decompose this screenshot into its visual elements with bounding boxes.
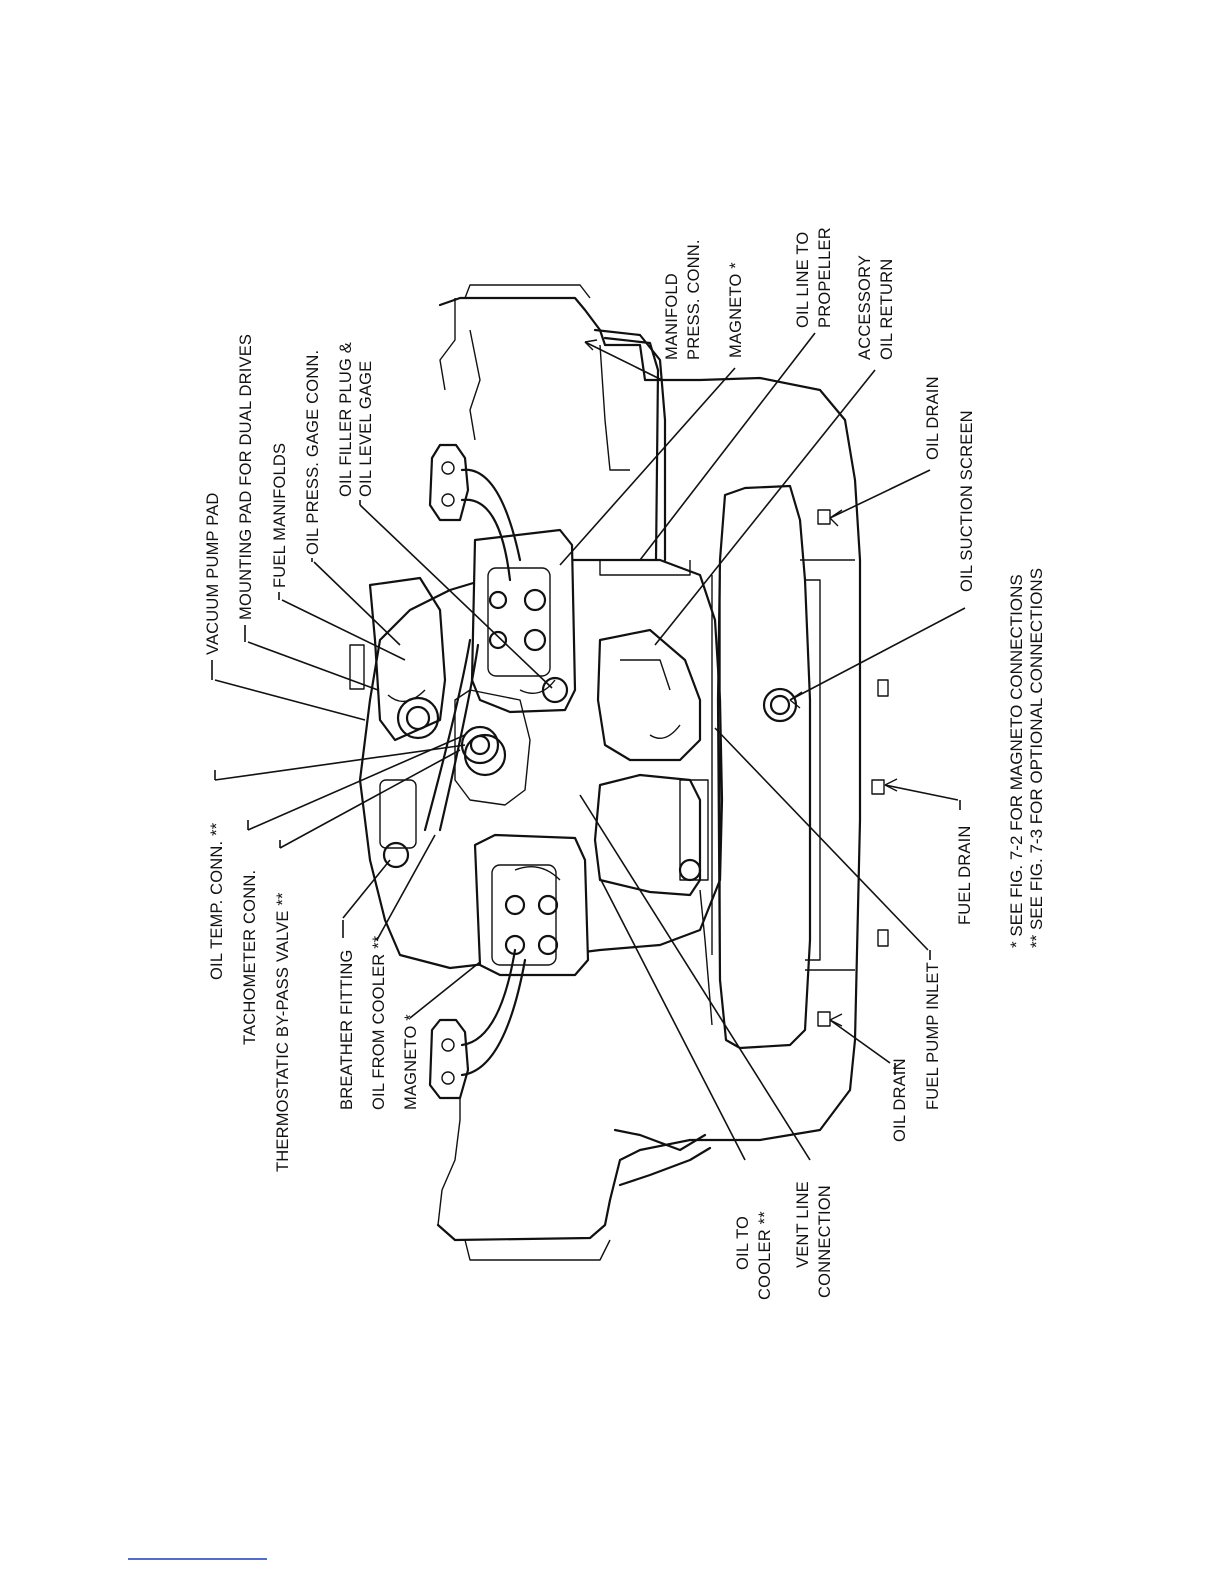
engine-illustration bbox=[349, 284, 889, 1261]
label-vent-line-2: CONNECTION bbox=[816, 1185, 834, 1298]
leader-lines bbox=[214, 332, 966, 1161]
label-oil-temp-conn: OIL TEMP. CONN. ** bbox=[208, 822, 226, 980]
label-fuel-drain: FUEL DRAIN bbox=[956, 826, 974, 926]
label-oil-line-prop-2: PROPELLER bbox=[816, 227, 834, 328]
label-accessory-1: ACCESSORY bbox=[856, 255, 874, 360]
leader-magneto-left bbox=[409, 961, 481, 1019]
label-mounting-pad: MOUNTING PAD FOR DUAL DRIVES bbox=[237, 334, 255, 620]
label-oil-press-gage: OIL PRESS. GAGE CONN. bbox=[304, 350, 322, 555]
label-oil-drain-left: OIL DRAIN bbox=[891, 1058, 909, 1142]
leader-mounting-pad bbox=[247, 641, 379, 691]
label-oil-line-prop-1: OIL LINE TO bbox=[794, 232, 812, 328]
label-vacuum-pump-pad: VACUUM PUMP PAD bbox=[204, 492, 222, 655]
label-magneto-right: MAGNETO * bbox=[727, 262, 745, 358]
label-fuel-pump-inlet: FUEL PUMP INLET bbox=[924, 962, 942, 1110]
label-oil-from-cooler: OIL FROM COOLER ** bbox=[370, 935, 388, 1110]
leader-oil-drain-left bbox=[829, 1019, 891, 1064]
label-oil-filler-1: OIL FILLER PLUG & bbox=[337, 342, 355, 497]
leader-fuel-manifolds bbox=[281, 599, 406, 661]
leader-oil-filler bbox=[359, 504, 553, 689]
leader-breather bbox=[342, 859, 391, 919]
leader-oil-suction bbox=[789, 607, 966, 701]
leader-tachometer bbox=[247, 734, 466, 831]
label-fuel-manifolds: FUEL MANIFOLDS bbox=[271, 443, 289, 588]
label-oil-filler-2: OIL LEVEL GAGE bbox=[357, 361, 375, 497]
leader-oil-drain-right bbox=[829, 469, 931, 519]
leader-magneto-right bbox=[559, 367, 736, 566]
label-breather-fitting: BREATHER FITTING bbox=[338, 949, 356, 1110]
leader-accessory-return bbox=[654, 369, 876, 646]
label-accessory-2: OIL RETURN bbox=[878, 259, 896, 360]
leader-oil-temp bbox=[214, 744, 466, 781]
label-manifold-2: PRESS. CONN. bbox=[685, 239, 703, 360]
label-vent-line-1: VENT LINE bbox=[794, 1181, 812, 1268]
leader-oil-press-gage bbox=[313, 561, 401, 646]
label-magneto-left: MAGNETO * bbox=[402, 1014, 420, 1110]
leader-fuel-pump-inlet bbox=[714, 727, 929, 951]
label-oil-to-cooler-2: COOLER ** bbox=[756, 1211, 774, 1300]
leader-fuel-drain bbox=[884, 784, 959, 801]
label-manifold-1: MANIFOLD bbox=[663, 273, 681, 360]
label-oil-suction-screen: OIL SUCTION SCREEN bbox=[958, 410, 976, 592]
leader-manifold-press bbox=[584, 341, 663, 381]
leader-oil-to-cooler bbox=[599, 877, 746, 1161]
label-oil-drain-right: OIL DRAIN bbox=[924, 376, 942, 460]
note-magneto: * SEE FIG. 7-2 FOR MAGNETO CONNECTIONS bbox=[1007, 574, 1026, 948]
leader-vacuum-pump-pad bbox=[214, 679, 366, 721]
leader-vent-line bbox=[579, 794, 811, 1161]
leader-oil-line-prop bbox=[639, 332, 816, 561]
label-oil-to-cooler-1: OIL TO bbox=[734, 1216, 752, 1270]
label-tachometer-conn: TACHOMETER CONN. bbox=[241, 870, 259, 1045]
note-optional: ** SEE FIG. 7-3 FOR OPTIONAL CONNECTIONS bbox=[1027, 568, 1046, 948]
label-ticks bbox=[211, 500, 961, 1075]
leader-oil-from-cooler bbox=[376, 834, 436, 941]
footnotes: * SEE FIG. 7-2 FOR MAGNETO CONNECTIONS *… bbox=[1007, 568, 1046, 948]
label-thermostatic-valve: THERMOSTATIC BY-PASS VALVE ** bbox=[274, 892, 292, 1172]
callout-labels: VACUUM PUMP PAD MOUNTING PAD FOR DUAL DR… bbox=[204, 227, 976, 1300]
leader-thermostatic bbox=[279, 749, 461, 849]
